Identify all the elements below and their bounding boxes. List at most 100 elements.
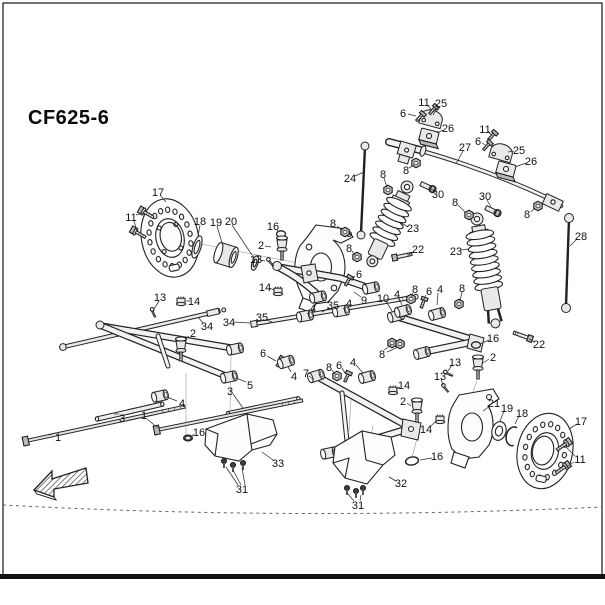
- callout-4: 4: [437, 284, 443, 296]
- callout-11: 11: [574, 454, 585, 466]
- callout-7: 7: [303, 368, 309, 380]
- right-steering-knuckle: [447, 388, 518, 469]
- callout-2: 2: [190, 328, 196, 340]
- pivot-rod-3a: [94, 401, 165, 422]
- callout-25: 25: [435, 98, 447, 110]
- callout-16: 16: [193, 427, 205, 439]
- long-bolt-1a: [21, 404, 186, 447]
- callout-6: 6: [475, 136, 481, 148]
- callout-6: 6: [426, 286, 432, 298]
- right-brake-disc: [516, 412, 574, 490]
- callout-4: 4: [394, 289, 400, 301]
- long-bolt-1b: [152, 398, 304, 436]
- callout-14: 14: [259, 282, 271, 294]
- callout-13: 13: [434, 371, 446, 383]
- callout-4: 4: [179, 398, 185, 410]
- left-brake-disc: [140, 198, 200, 278]
- callout-14: 14: [398, 380, 410, 392]
- bar-clamp-left: [413, 102, 443, 150]
- callout-18: 18: [516, 408, 528, 420]
- shock-absorber-left: [366, 180, 414, 268]
- callout-8: 8: [459, 283, 465, 295]
- callout-19: 19: [501, 403, 513, 415]
- callout-6: 6: [260, 348, 266, 360]
- callout-8: 8: [330, 218, 336, 230]
- callout-10: 10: [377, 293, 389, 305]
- shock-absorber-right: [465, 212, 504, 329]
- skid-plate-32: [332, 430, 396, 485]
- callout-6: 6: [336, 360, 342, 372]
- lower-a-arm-left: [95, 320, 245, 385]
- callout-21: 21: [488, 398, 500, 410]
- callout-14: 14: [420, 424, 432, 436]
- callout-1: 1: [55, 432, 61, 444]
- callout-5: 5: [247, 380, 253, 392]
- callout-35: 35: [327, 300, 339, 312]
- callout-11: 11: [479, 124, 490, 136]
- callout-24: 24: [344, 173, 356, 185]
- callout-19: 19: [210, 217, 222, 229]
- callout-11: 11: [125, 212, 136, 224]
- callout-30: 30: [432, 189, 444, 201]
- callout-4: 4: [310, 303, 316, 315]
- callout-8: 8: [379, 349, 385, 361]
- callout-4: 4: [346, 298, 352, 310]
- callout-8: 8: [380, 169, 386, 181]
- callout-17: 17: [575, 416, 587, 428]
- callout-1: 1: [141, 410, 147, 422]
- page-border: [0, 2, 605, 579]
- callout-2: 2: [400, 396, 406, 408]
- hardware-misc: [147, 230, 485, 466]
- callout-22: 22: [533, 339, 545, 351]
- callout-33: 33: [272, 458, 284, 470]
- callout-4: 4: [291, 371, 297, 383]
- stabilizer-link-left: [356, 141, 370, 240]
- callout-13: 13: [449, 357, 461, 369]
- upper-a-arm-left: [272, 261, 381, 305]
- callout-23: 23: [407, 223, 419, 235]
- callout-23: 23: [450, 246, 462, 258]
- callout-3: 3: [119, 413, 125, 425]
- callout-28: 28: [575, 231, 587, 243]
- callout-11: 11: [418, 97, 429, 109]
- callout-20: 20: [225, 216, 237, 228]
- callout-34: 34: [201, 321, 213, 333]
- bar-clamp-right: [480, 128, 517, 183]
- callout-9: 9: [361, 295, 367, 307]
- callout-8: 8: [326, 362, 332, 374]
- callout-2: 2: [490, 352, 496, 364]
- callout-31: 31: [236, 484, 248, 496]
- callout-26: 26: [525, 156, 537, 168]
- callout-14: 14: [188, 296, 200, 308]
- callout-31: 31: [352, 500, 364, 512]
- callout-18: 18: [194, 216, 206, 228]
- callout-6: 6: [400, 108, 406, 120]
- callout-25: 25: [513, 145, 525, 157]
- callout-8: 8: [452, 197, 458, 209]
- callout-3: 3: [227, 386, 233, 398]
- front-direction-arrow-icon: [32, 467, 89, 501]
- callout-8: 8: [412, 284, 418, 296]
- callout-16: 16: [487, 333, 499, 345]
- stabilizer-bar: [385, 138, 564, 212]
- callout-16: 16: [267, 221, 279, 233]
- callout-17: 17: [152, 187, 164, 199]
- callout-2: 2: [258, 240, 264, 252]
- page-title: CF625-6: [28, 107, 109, 129]
- callout-13: 13: [154, 292, 166, 304]
- callout-8: 8: [524, 209, 530, 221]
- callout-8: 8: [403, 165, 409, 177]
- callout-4: 4: [350, 357, 356, 369]
- callout-6: 6: [356, 269, 362, 281]
- callout-27: 27: [459, 142, 471, 154]
- skid-plate-33: [204, 413, 278, 462]
- callout-22: 22: [412, 244, 424, 256]
- callout-8: 8: [346, 243, 352, 255]
- callout-35: 35: [256, 312, 268, 324]
- callout-32: 32: [395, 478, 407, 490]
- callout-13: 13: [250, 254, 262, 266]
- callout-26: 26: [442, 123, 454, 135]
